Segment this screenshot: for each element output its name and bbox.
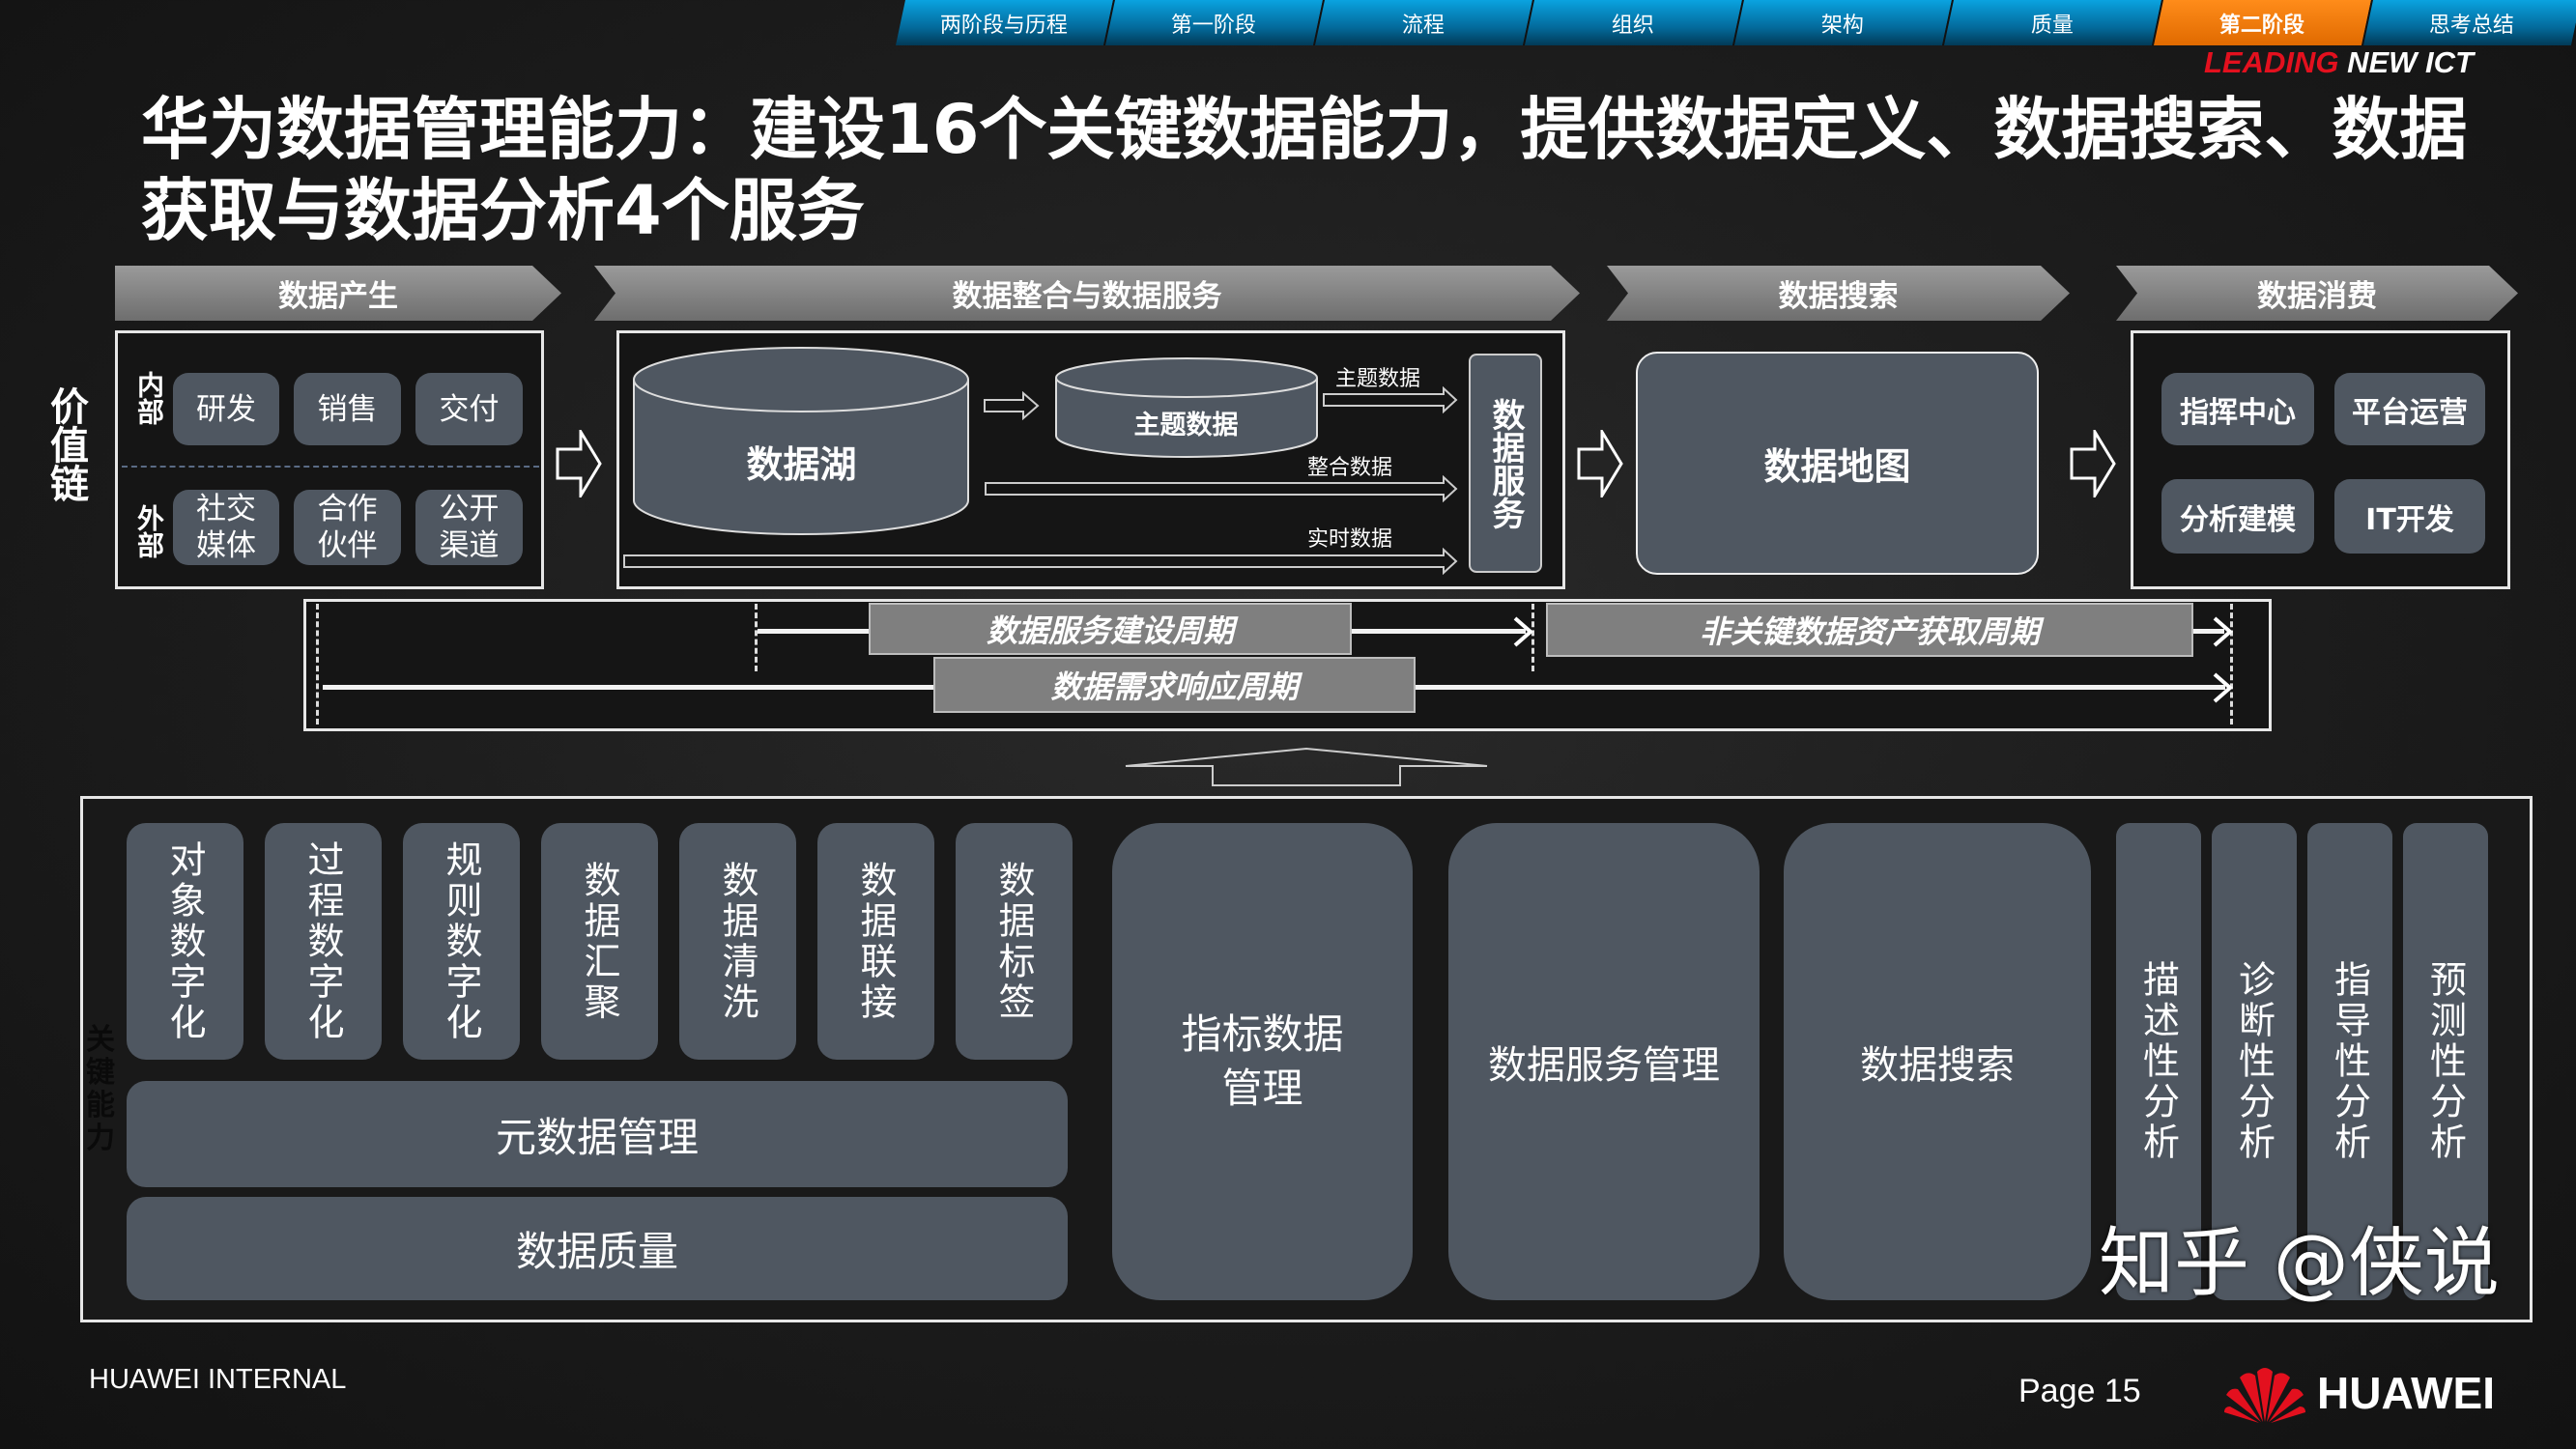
capability-data-cleansing: 数据清洗 [679, 823, 796, 1060]
capability-descriptive: 描述性分析 [2116, 823, 2201, 1300]
topic-data-cylinder-icon [1055, 357, 1318, 458]
arrowhead-icon [2213, 672, 2234, 703]
tab-label: 质量 [2031, 13, 2075, 38]
consumer-platform-ops: 平台运营 [2334, 373, 2485, 445]
tab-stage-one[interactable]: 第一阶段 [1105, 0, 1325, 45]
source-rd: 研发 [173, 373, 279, 445]
arrow-right-icon [1577, 430, 1623, 497]
watermark: 知乎 @侠说 [2099, 1220, 2500, 1307]
stage-consumption: 数据消费 [2116, 266, 2518, 321]
data-map-box: 数据地图 [1636, 352, 2039, 575]
top-nav: 两阶段与历程 第一阶段 流程 组织 架构 质量 第二阶段 思考总结 [896, 0, 2576, 45]
consumer-it-dev: IT开发 [2334, 479, 2485, 554]
source-partner: 合作伙伴 [294, 490, 401, 565]
source-public: 公开渠道 [415, 490, 523, 565]
cycle-nonkey-bar: 非关键数据资产获取周期 [1546, 603, 2193, 657]
capability-data-search: 数据搜索 [1784, 823, 2091, 1300]
cycle-line [1352, 629, 1526, 634]
page-title: 华为数据管理能力：建设16个关键数据能力，提供数据定义、数据搜索、数据获取与数据… [141, 90, 2468, 250]
tab-process[interactable]: 流程 [1315, 0, 1534, 45]
data-lake-label: 数据湖 [746, 443, 857, 486]
cycle-marker [316, 604, 319, 724]
consumer-analytics-modeling: 分析建模 [2161, 479, 2314, 554]
arrow-right-icon [556, 430, 602, 497]
cycle-line [323, 685, 933, 690]
tab-stage-two[interactable]: 第二阶段 [2154, 0, 2373, 45]
page-number: Page 15 [2018, 1373, 2141, 1409]
cycle-marker [755, 604, 758, 671]
flow-label-realtime: 实时数据 [1307, 527, 1393, 552]
flow-arrow-topic [1323, 386, 1458, 413]
flow-label-topic: 主题数据 [1335, 367, 1421, 391]
capability-data-service-mgmt: 数据服务管理 [1448, 823, 1760, 1300]
source-sales: 销售 [294, 373, 401, 445]
capability-rule-digitization: 规则数字化 [403, 823, 520, 1060]
data-service-box: 数据服务 [1469, 354, 1542, 573]
capability-metadata: 元数据管理 [127, 1081, 1068, 1187]
vertical-capabilities: 对象数字化 过程数字化 规则数字化 数据汇聚 数据清洗 数据联接 数据标签 [127, 823, 1073, 1060]
external-label: 外部 [133, 504, 165, 558]
stage-integration: 数据整合与数据服务 [594, 266, 1580, 321]
stage-production: 数据产生 [115, 266, 561, 321]
cycle-build-bar: 数据服务建设周期 [869, 603, 1352, 655]
tagline-white: NEW ICT [2338, 45, 2474, 79]
huawei-logo-text: HUAWEI [2317, 1368, 2495, 1418]
arrow-up-icon [1125, 747, 1488, 786]
huawei-logo-icon [2224, 1368, 2305, 1423]
capability-data-tagging: 数据标签 [956, 823, 1073, 1060]
arrowhead-icon [2213, 616, 2234, 647]
cycle-response-bar: 数据需求响应周期 [933, 657, 1416, 713]
tab-summary[interactable]: 思考总结 [2363, 0, 2576, 45]
data-lake-cylinder-icon [633, 347, 969, 535]
capability-predictive: 预测性分析 [2403, 823, 2488, 1300]
cycle-marker [1531, 604, 1534, 671]
flow-label-integrated: 整合数据 [1307, 456, 1393, 480]
tagline: LEADING NEW ICT [2204, 46, 2474, 79]
value-chain-label: 价值链 [43, 386, 88, 502]
tab-architecture[interactable]: 架构 [1734, 0, 1954, 45]
cycle-marker [2230, 604, 2233, 724]
tab-quality[interactable]: 质量 [1944, 0, 2163, 45]
source-social: 社交媒体 [173, 490, 279, 565]
tab-organization[interactable]: 组织 [1525, 0, 1744, 45]
tab-label: 架构 [1821, 13, 1865, 38]
divider [122, 466, 539, 468]
cycle-line [758, 629, 870, 634]
arrowhead-icon [1513, 616, 1534, 647]
tab-label: 两阶段与历程 [940, 13, 1069, 38]
arrow-right-icon [2070, 430, 2116, 497]
capability-prescriptive: 指导性分析 [2307, 823, 2392, 1300]
capability-diagnostic: 诊断性分析 [2212, 823, 2297, 1300]
capability-indicator-data: 指标数据管理 [1112, 823, 1413, 1300]
tab-label: 第一阶段 [1171, 13, 1257, 38]
tagline-red: LEADING [2204, 45, 2339, 79]
flow-arrow-realtime [623, 548, 1458, 575]
capabilities-hidden-label: 关键能力 [86, 1023, 115, 1155]
tab-label: 流程 [1402, 13, 1445, 38]
cycle-line [2193, 629, 2224, 634]
internal-label: 内部 [133, 371, 165, 425]
topic-data-label: 主题数据 [1133, 411, 1239, 440]
source-delivery: 交付 [415, 373, 523, 445]
analysis-capabilities: 描述性分析 诊断性分析 指导性分析 预测性分析 [2116, 823, 2488, 1300]
stage-search: 数据搜索 [1607, 266, 2070, 321]
capability-data-aggregation: 数据汇聚 [541, 823, 658, 1060]
tab-label: 思考总结 [2429, 13, 2515, 38]
tab-label: 组织 [1612, 13, 1655, 38]
capability-data-linking: 数据联接 [817, 823, 934, 1060]
capability-quality: 数据质量 [127, 1197, 1068, 1300]
cycle-line [1416, 685, 2225, 690]
classification-label: HUAWEI INTERNAL [89, 1364, 347, 1395]
capability-object-digitization: 对象数字化 [127, 823, 243, 1060]
flow-arrow-integrated [985, 475, 1458, 502]
arrow-right-icon [984, 391, 1040, 420]
tab-label: 第二阶段 [2219, 13, 2305, 38]
capability-process-digitization: 过程数字化 [265, 823, 382, 1060]
tab-two-stages[interactable]: 两阶段与历程 [896, 0, 1115, 45]
consumer-command-center: 指挥中心 [2161, 373, 2314, 445]
